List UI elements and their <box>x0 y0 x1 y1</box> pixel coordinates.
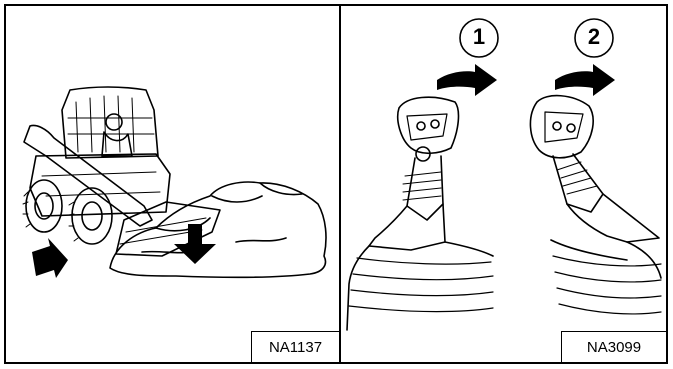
joystick-illustration <box>341 6 666 362</box>
callout-1-number: 1 <box>460 24 498 50</box>
dirt-pile <box>110 182 326 277</box>
wheels <box>23 180 112 244</box>
travel-arrow <box>32 238 68 278</box>
operator <box>106 114 122 130</box>
callout-1-arrow <box>437 64 497 96</box>
figure-code-right: NA3099 <box>561 331 666 362</box>
joystick-2 <box>530 96 661 314</box>
figure-code-left: NA1137 <box>251 331 339 362</box>
loader-illustration <box>6 6 339 362</box>
loader-illustration-panel <box>6 6 339 362</box>
joystick-1 <box>347 97 493 330</box>
callout-2-arrow <box>555 64 615 96</box>
callout-2-number: 2 <box>575 24 613 50</box>
joystick-illustration-panel <box>341 6 666 362</box>
